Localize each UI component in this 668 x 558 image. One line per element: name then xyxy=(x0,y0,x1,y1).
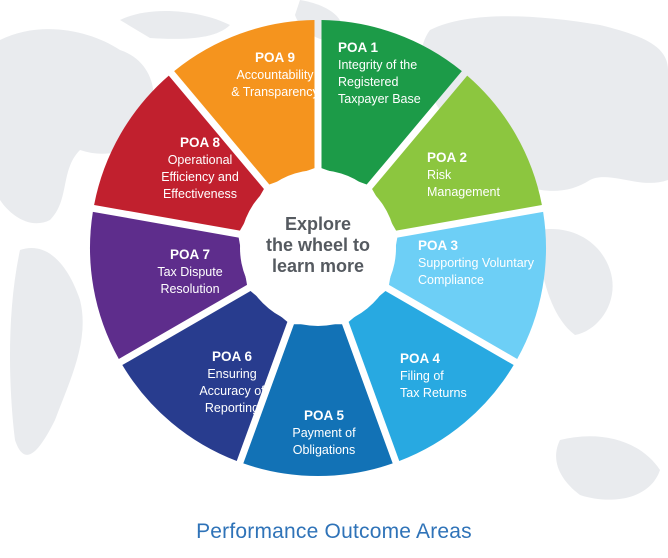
segment-desc-poa-6-line-2: Accuracy of xyxy=(199,384,265,398)
segment-shape-poa-5[interactable] xyxy=(243,324,393,476)
segment-shape-poa-7[interactable] xyxy=(89,211,248,359)
segment-shape-poa-8[interactable] xyxy=(94,75,264,231)
segment-title-poa-2: POA 2 xyxy=(427,150,467,165)
segment-shape-poa-2[interactable] xyxy=(372,75,542,231)
segment-desc-poa-5-line-2: Obligations xyxy=(293,443,356,457)
segment-desc-poa-3-line-1: Supporting Voluntary xyxy=(418,256,535,270)
segment-title-poa-8: POA 8 xyxy=(180,135,221,150)
segment-desc-poa-6-line-1: Ensuring xyxy=(207,367,256,381)
segment-shape-poa-3[interactable] xyxy=(388,211,546,359)
center-line-2: the wheel to xyxy=(266,235,370,255)
segment-poa-4[interactable]: POA 4 Filing of Tax Returns xyxy=(348,290,514,462)
segment-shape-poa-4[interactable] xyxy=(348,290,514,462)
segment-poa-9[interactable]: POA 9 Accountability & Transparency xyxy=(174,20,320,185)
caption: Performance Outcome Areas xyxy=(196,520,472,543)
segment-desc-poa-1-line-2: Registered xyxy=(338,75,398,89)
segment-desc-poa-6-line-3: Reporting xyxy=(205,401,259,415)
segment-desc-poa-8-line-1: Operational xyxy=(168,153,233,167)
segment-poa-1[interactable]: POA 1 Integrity of theRegisteredTaxpayer … xyxy=(321,20,462,185)
center-line-3: learn more xyxy=(272,256,364,276)
segment-title-poa-7: POA 7 xyxy=(170,247,210,262)
segment-desc-poa-2-line-1: Risk xyxy=(427,168,452,182)
segment-poa-5[interactable]: POA 5 Payment of Obligations xyxy=(243,324,393,476)
segment-shape-poa-6[interactable] xyxy=(122,290,288,462)
segment-desc-poa-9-line-2: & Transparency xyxy=(231,85,319,99)
segment-desc-poa-4-line-2: Tax Returns xyxy=(400,386,467,400)
segment-desc-poa-5-line-1: Payment of xyxy=(292,426,356,440)
segment-desc-poa-8-line-2: Efficiency and xyxy=(161,170,239,184)
center-label: Explore the wheel to learn more xyxy=(266,214,370,276)
segment-title-poa-4: POA 4 xyxy=(400,351,441,366)
center-disk xyxy=(240,170,396,326)
segment-shape-poa-9[interactable] xyxy=(174,20,315,185)
segment-title-poa-6: POA 6 xyxy=(212,349,253,364)
segment-desc-poa-9-line-1: Accountability xyxy=(236,68,314,82)
segment-title-poa-3: POA 3 xyxy=(418,238,459,253)
center-line-1: Explore xyxy=(285,214,351,234)
segment-desc-poa-7-line-1: Tax Dispute xyxy=(157,265,222,279)
segment-desc-poa-3-line-2: Compliance xyxy=(418,273,484,287)
segment-desc-poa-4-line-1: Filing of xyxy=(400,369,444,383)
segment-desc-poa-8-line-3: Effectiveness xyxy=(163,187,237,201)
segment-title-poa-5: POA 5 xyxy=(304,408,345,423)
segment-desc-poa-7-line-2: Resolution xyxy=(160,282,219,296)
segment-shape-poa-1[interactable] xyxy=(321,20,462,185)
segment-title-poa-1: POA 1 xyxy=(338,40,379,55)
segment-desc-poa-2-line-2: Management xyxy=(427,185,500,199)
segment-title-poa-9: POA 9 xyxy=(255,50,295,65)
segment-desc-poa-1-line-1: Integrity of the xyxy=(338,58,417,72)
segment-desc-poa-1-line-3: Taxpayer Base xyxy=(338,92,421,106)
